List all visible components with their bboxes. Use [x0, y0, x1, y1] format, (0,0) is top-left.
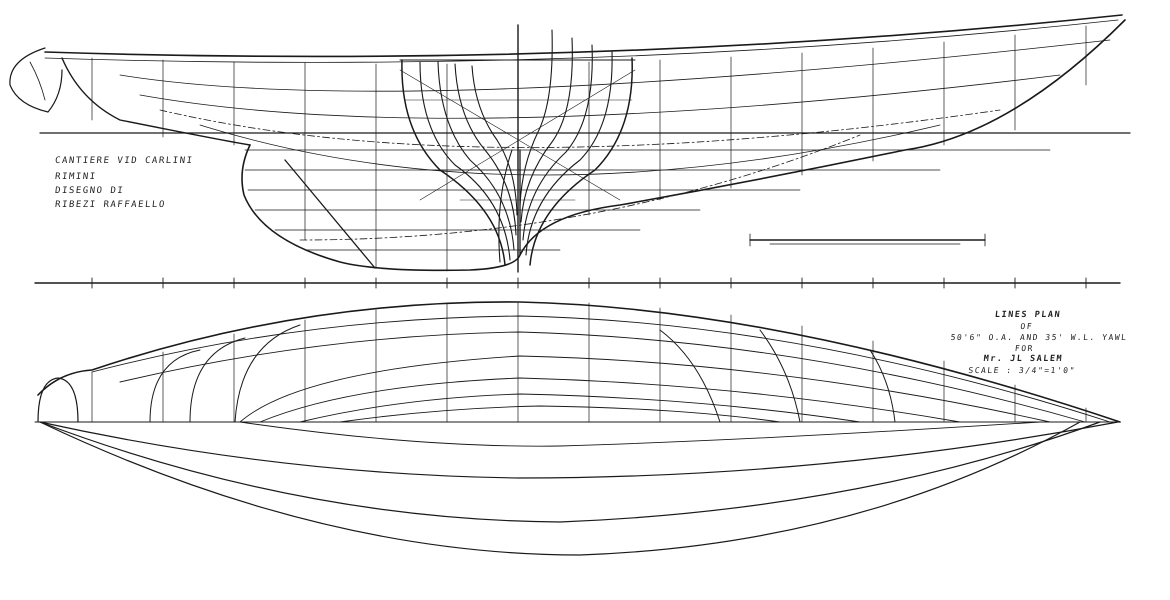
designer-name: RIBEZI RAFFAELLO: [54, 200, 167, 210]
title-lines-plan: LINES PLAN: [994, 310, 1062, 320]
drawn-by-label: DISEGNO DI: [54, 186, 125, 196]
title-of: OF: [1019, 322, 1034, 331]
title-scale: SCALE : 3/4"=1'0": [967, 366, 1077, 375]
title-block: LINES PLAN OF 50'6" O.A. AND 35' W.L. YA…: [947, 310, 1128, 376]
keel-profile: [241, 19, 1126, 272]
yard-name: CANTIERE VID CARLINI: [54, 156, 194, 166]
profile-view: [9, 14, 1131, 273]
body-plan-sections: [399, 24, 636, 273]
title-for: FOR: [1014, 344, 1035, 353]
deck-outline: [37, 301, 1121, 423]
half-breadth-plan: [34, 301, 1121, 556]
title-vessel: 50'6" O.A. AND 35' W.L. YAWL: [950, 333, 1128, 342]
sheer-line: [44, 14, 1123, 58]
title-owner: Mr. JL SALEM: [983, 354, 1064, 364]
yard-city: RIMINI: [54, 172, 98, 182]
station-baseline: [34, 277, 1121, 289]
